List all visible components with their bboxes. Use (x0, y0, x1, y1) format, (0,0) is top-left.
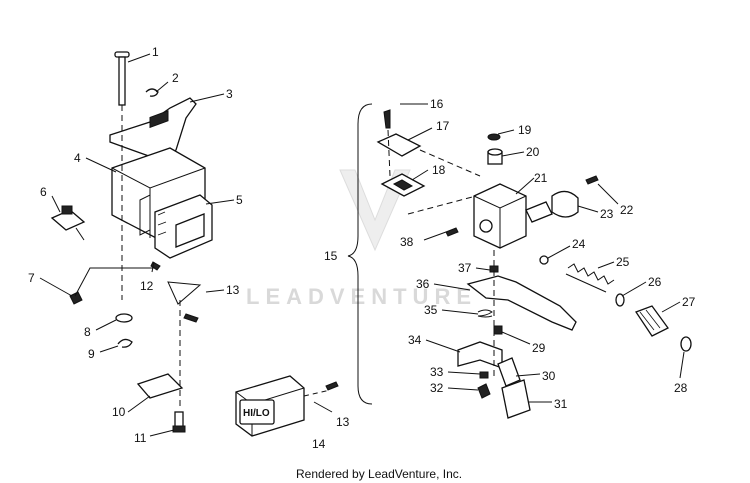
part-34-bracket (457, 341, 503, 369)
callout-25: 25 (616, 255, 630, 269)
part-11-screw (172, 411, 186, 433)
callout-16: 16 (430, 97, 444, 111)
callout-8: 8 (84, 325, 91, 339)
part-27-piston (635, 305, 669, 337)
assembly-bracket (347, 103, 373, 405)
part-3-lever (109, 97, 197, 161)
part-16-screw (383, 109, 391, 129)
leader-lines (39, 53, 685, 437)
callout-6: 6 (40, 185, 47, 199)
callout-29: 29 (532, 341, 546, 355)
callout-22: 22 (620, 203, 634, 217)
part-9-clip (117, 338, 133, 348)
part-23-clamp (551, 190, 579, 218)
part-7-nut (69, 291, 83, 305)
right-assembly (376, 109, 692, 419)
callout-36: 36 (416, 277, 430, 291)
part-14-hilo-switch: HI/LO (235, 375, 339, 437)
render-credit: Rendered by LeadVenture, Inc. (296, 467, 462, 481)
part-38-screw (445, 227, 459, 237)
part-6-grommet (50, 205, 86, 241)
callout-15: 15 (324, 249, 338, 263)
part-36-brake-lever (466, 275, 577, 331)
part-22-screw (585, 175, 599, 185)
part-20-cap (487, 148, 503, 165)
callout-10: 10 (112, 405, 126, 419)
part-8-washer (115, 313, 133, 323)
part-18-diaphragm (380, 173, 426, 197)
callout-3: 3 (226, 87, 233, 101)
callout-1: 1 (152, 45, 159, 59)
callout-7: 7 (28, 271, 35, 285)
part-29-nut (493, 325, 503, 335)
part-10-plate (136, 373, 184, 399)
part-5-switch-insert (154, 194, 213, 259)
part-2-clip (145, 88, 159, 97)
part-30-switch (497, 357, 521, 387)
callout-labels: 1 2 3 4 5 6 7 8 9 10 11 12 13 13 14 15 1… (28, 45, 696, 451)
watermark: LEADVENTURE (246, 169, 477, 309)
callout-27: 27 (682, 295, 696, 309)
part-13-screw (183, 313, 199, 323)
callout-31: 31 (554, 397, 568, 411)
callout-14: 14 (312, 437, 326, 451)
callout-9: 9 (88, 347, 95, 361)
part-33-nut (479, 371, 489, 379)
part-35-spring (477, 309, 493, 318)
callout-32: 32 (430, 381, 444, 395)
callout-13-right: 13 (336, 415, 350, 429)
callout-38: 38 (400, 235, 414, 249)
callout-17: 17 (436, 119, 450, 133)
switch-face-label: HI/LO (243, 408, 270, 419)
part-24-washer (539, 255, 549, 265)
callout-35: 35 (424, 303, 438, 317)
part-19-washer (487, 133, 501, 141)
part-1-bolt (114, 51, 130, 106)
callout-26: 26 (648, 275, 662, 289)
part-28-oring (680, 336, 692, 352)
part-21-master-cylinder (473, 183, 553, 249)
part-17-cover (376, 133, 422, 157)
callout-18: 18 (432, 163, 446, 177)
callout-23: 23 (600, 207, 614, 221)
callout-20: 20 (526, 145, 540, 159)
callout-11: 11 (134, 431, 147, 445)
callout-13-left: 13 (226, 283, 240, 297)
part-26-washer (615, 293, 625, 307)
callout-21: 21 (534, 171, 548, 185)
callout-5: 5 (236, 193, 243, 207)
callout-28: 28 (674, 381, 688, 395)
callout-12: 12 (140, 279, 154, 293)
watermark-text: LEADVENTURE (246, 284, 477, 309)
part-31-plate (501, 379, 531, 419)
callout-4: 4 (74, 151, 81, 165)
callout-37: 37 (458, 261, 472, 275)
callout-34: 34 (408, 333, 422, 347)
part-25-spring (565, 263, 615, 293)
callout-24: 24 (572, 237, 586, 251)
callout-19: 19 (518, 123, 532, 137)
callout-33: 33 (430, 365, 444, 379)
left-assembly (50, 51, 213, 433)
callout-30: 30 (542, 369, 556, 383)
callout-2: 2 (172, 71, 179, 85)
part-32-screw (477, 383, 491, 399)
